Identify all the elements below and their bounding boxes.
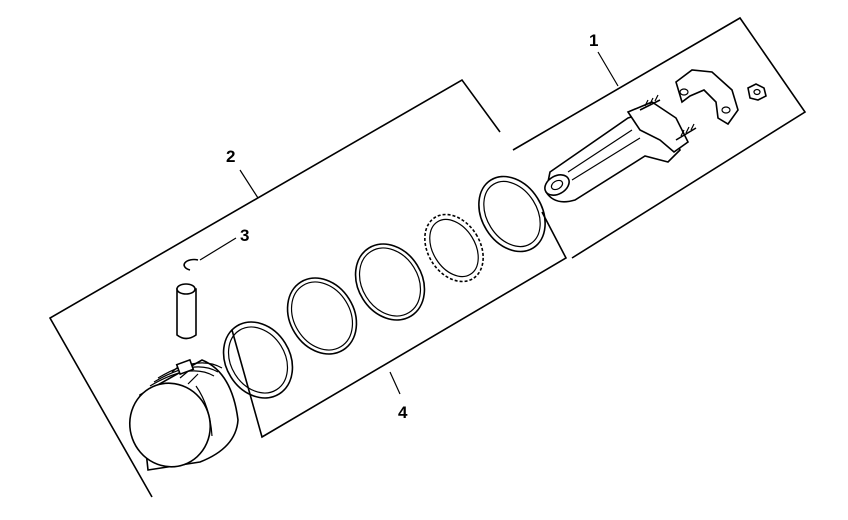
rod-nut-bore: [753, 88, 761, 96]
piston-ring-rail-2: [354, 243, 426, 321]
callout-1-leader: [597, 51, 619, 87]
connecting-rod-group: 1: [512, 16, 807, 259]
rod-big-end: [626, 101, 690, 154]
piston-pin-body: [176, 288, 197, 340]
piston-pin-end: [176, 283, 196, 295]
callout-2-label: 2: [226, 147, 235, 166]
rod-nut-body: [747, 83, 767, 101]
retaining-ring: [183, 258, 199, 271]
rod-small-end: [544, 174, 570, 196]
piston-ring-compression: [478, 175, 546, 253]
callout-4-label: 4: [398, 403, 408, 422]
rod-cap-body: [675, 69, 739, 126]
connecting-rod-bracket: [512, 16, 807, 259]
piston-assembly-bracket: [48, 78, 501, 498]
rod-bolt-upper-thread: [644, 94, 659, 107]
rod-bolt-upper: [639, 99, 661, 111]
piston-ring-expander: [222, 321, 294, 399]
callout-2-leader: [239, 169, 259, 199]
connecting-rod: [544, 94, 697, 203]
rod-bolt-lower-thread: [680, 123, 695, 137]
callout-3-label: 3: [240, 226, 249, 245]
rod-web-line: [567, 129, 641, 181]
piston-assembly-group: 2 3 4: [48, 78, 568, 498]
callout-1-label: 1: [589, 31, 598, 50]
piston-rings: [222, 175, 546, 399]
piston: [128, 358, 239, 471]
piston-rings-bracket: [231, 211, 568, 439]
rod-cap-hole-right: [721, 106, 731, 114]
rod-bolt-lower: [675, 127, 697, 141]
callout-3-leader: [199, 237, 237, 261]
rod-cap-hole-left: [679, 88, 689, 96]
piston-pin: [176, 283, 197, 340]
piston-pin-boss: [175, 358, 195, 376]
piston-ring-spacer: [424, 213, 484, 283]
piston-ring-rail-1: [286, 277, 358, 355]
rod-small-end-bore: [550, 179, 564, 191]
piston-crown: [128, 382, 212, 468]
rod-cap: [675, 69, 739, 126]
callout-4-leader: [389, 371, 401, 395]
rod-nut: [747, 83, 767, 101]
